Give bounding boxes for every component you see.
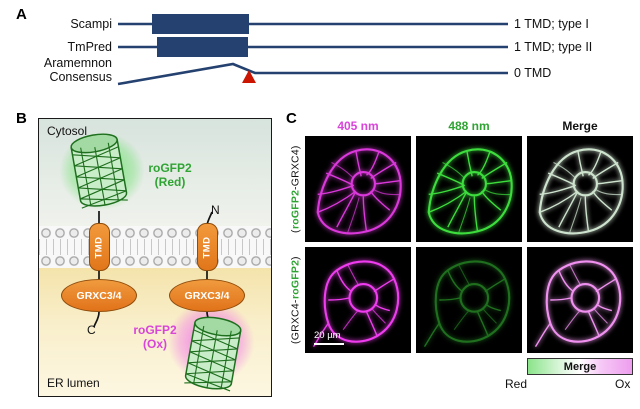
row1-seg1: ( [289, 229, 302, 233]
tmd-left: TMD [89, 223, 110, 271]
micrograph-row2-merge [527, 247, 633, 353]
legend-ox-label: Ox [615, 377, 631, 391]
consensus-arrowhead-marker [242, 70, 256, 83]
grx-right-label: GRXC3/4 [184, 289, 230, 302]
panel-a-letter: A [16, 6, 27, 23]
annotation-scampi: 1 TMD; type I [514, 17, 589, 31]
row1-seg3: -GRXC4) [289, 145, 302, 190]
prediction-label-aramemnon: Aramemnon [43, 56, 112, 70]
row2-seg1: (GRXC4- [289, 299, 302, 344]
c-terminus-label: C [87, 323, 96, 337]
scale-bar-label: 20 µm [314, 329, 341, 341]
prediction-label-tmpred: TmPred [67, 40, 112, 54]
prediction-label-scampi: Scampi [70, 17, 112, 31]
micrograph-row2-488nm [416, 247, 522, 353]
rogfp2-ox-label: roGFP2 (Ox) [127, 323, 183, 351]
panel-c-letter: C [286, 110, 297, 127]
prediction-label-consensus: Consensus [49, 70, 112, 84]
column-header-405nm: 405 nm [337, 119, 379, 133]
redox-gradient-legend: Merge [527, 358, 633, 375]
micrograph-row1-merge [527, 136, 633, 242]
grx-right: GRXC3/4 [169, 279, 245, 312]
annotation-tmpred: 1 TMD; type II [514, 40, 593, 54]
rogfp2-red-state: (Red) [154, 175, 186, 189]
row-label-grxc4-rogfp2: (GRXC4-roGFP2) [288, 247, 303, 353]
rogfp2-red-name: roGFP2 [148, 161, 192, 175]
er-lumen-label: ER lumen [47, 376, 100, 390]
micrograph-row1-488nm [416, 136, 522, 242]
rogfp2-ox-state: (Ox) [143, 337, 167, 351]
grx-left-label: GRXC3/4 [76, 289, 122, 302]
legend-title: Merge [563, 360, 597, 373]
grx-left: GRXC3/4 [61, 279, 137, 312]
micrograph-row2-405nm: 20 µm [305, 247, 411, 353]
n-terminus-label: N [211, 203, 220, 217]
rogfp2-red-label: roGFP2 (Red) [133, 161, 207, 189]
row2-seg2: roGFP2 [289, 260, 302, 300]
membrane-topology-diagram: Cytosol ER lumen roGFP2 (Red) TMD [38, 118, 272, 397]
tmd-right: TMD [197, 223, 218, 271]
tmd-prediction-diagram [117, 14, 508, 86]
tmd-right-label: TMD [202, 235, 214, 259]
tmd-left-label: TMD [94, 235, 106, 259]
column-header-merge: Merge [562, 119, 598, 133]
micrograph-row1-405nm [305, 136, 411, 242]
legend-red-label: Red [505, 377, 528, 391]
annotation-consensus: 0 TMD [514, 66, 552, 80]
panel-b-letter: B [16, 110, 27, 127]
rogfp2-ox-name: roGFP2 [133, 323, 177, 337]
row-label-rogfp2-grxc4: (roGFP2-GRXC4) [288, 136, 303, 242]
row1-seg2: roGFP2 [289, 189, 302, 229]
row2-seg3: ) [289, 256, 302, 260]
scale-bar: 20 µm [314, 329, 344, 345]
scale-bar-line [314, 342, 344, 345]
column-header-488nm: 488 nm [448, 119, 490, 133]
